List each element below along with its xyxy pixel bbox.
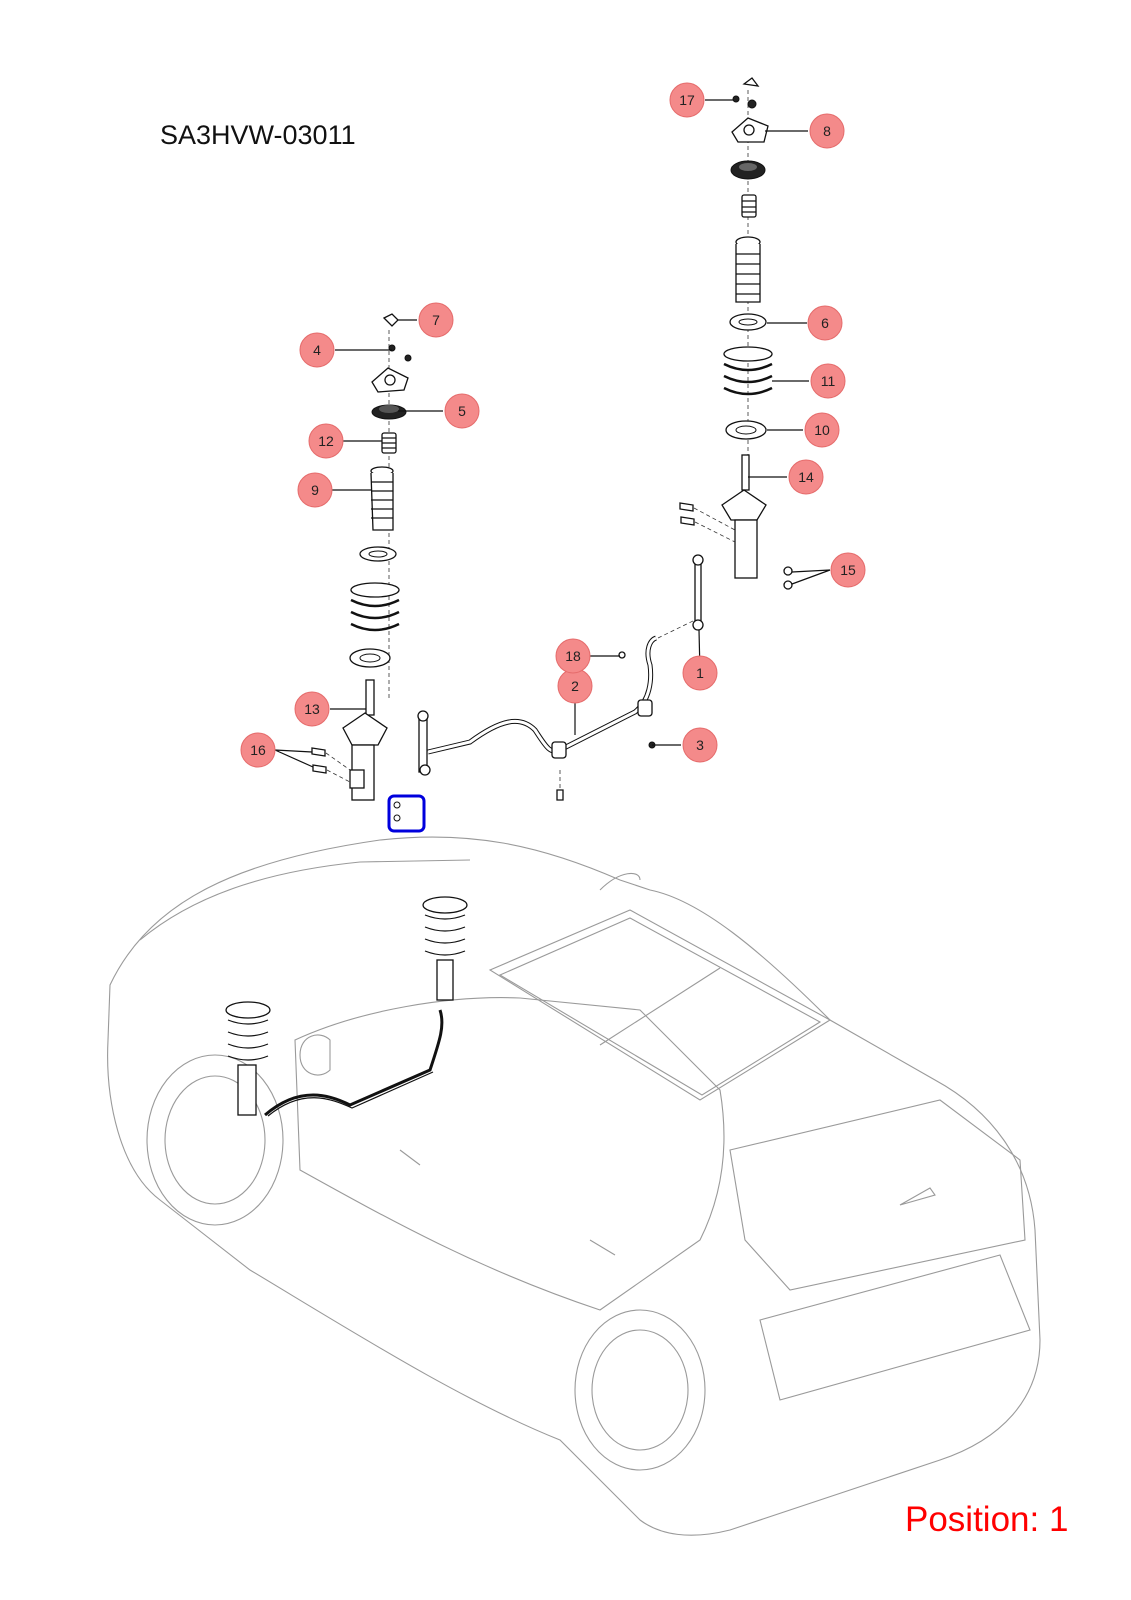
callout-6[interactable]: 6 bbox=[807, 305, 843, 341]
callout-1[interactable]: 1 bbox=[682, 655, 718, 691]
position-label: Position: 1 bbox=[905, 1500, 1069, 1539]
position-highlight-box[interactable] bbox=[387, 794, 426, 833]
callout-18[interactable]: 18 bbox=[555, 638, 591, 674]
callout-8[interactable]: 8 bbox=[809, 113, 845, 149]
callout-16[interactable]: 16 bbox=[240, 732, 276, 768]
leader-lines bbox=[274, 99, 831, 768]
stabilizer-bar bbox=[417, 554, 704, 801]
callout-5[interactable]: 5 bbox=[444, 393, 480, 429]
vehicle-outline bbox=[107, 836, 1041, 1536]
callout-2[interactable]: 2 bbox=[557, 668, 593, 704]
callout-11[interactable]: 11 bbox=[810, 363, 846, 399]
left-strut-assembly bbox=[311, 313, 412, 801]
callout-15[interactable]: 15 bbox=[830, 552, 866, 588]
callout-3[interactable]: 3 bbox=[682, 727, 718, 763]
installed-suspension bbox=[225, 896, 468, 1117]
callout-10[interactable]: 10 bbox=[804, 412, 840, 448]
diagram-code: SA3HVW-03011 bbox=[160, 120, 356, 150]
callout-17[interactable]: 17 bbox=[669, 82, 705, 118]
callout-14[interactable]: 14 bbox=[788, 459, 824, 495]
callout-12[interactable]: 12 bbox=[308, 423, 344, 459]
callout-9[interactable]: 9 bbox=[297, 472, 333, 508]
callout-7[interactable]: 7 bbox=[418, 302, 454, 338]
callout-4[interactable]: 4 bbox=[299, 332, 335, 368]
callout-13[interactable]: 13 bbox=[294, 691, 330, 727]
right-strut-assembly bbox=[679, 77, 793, 590]
